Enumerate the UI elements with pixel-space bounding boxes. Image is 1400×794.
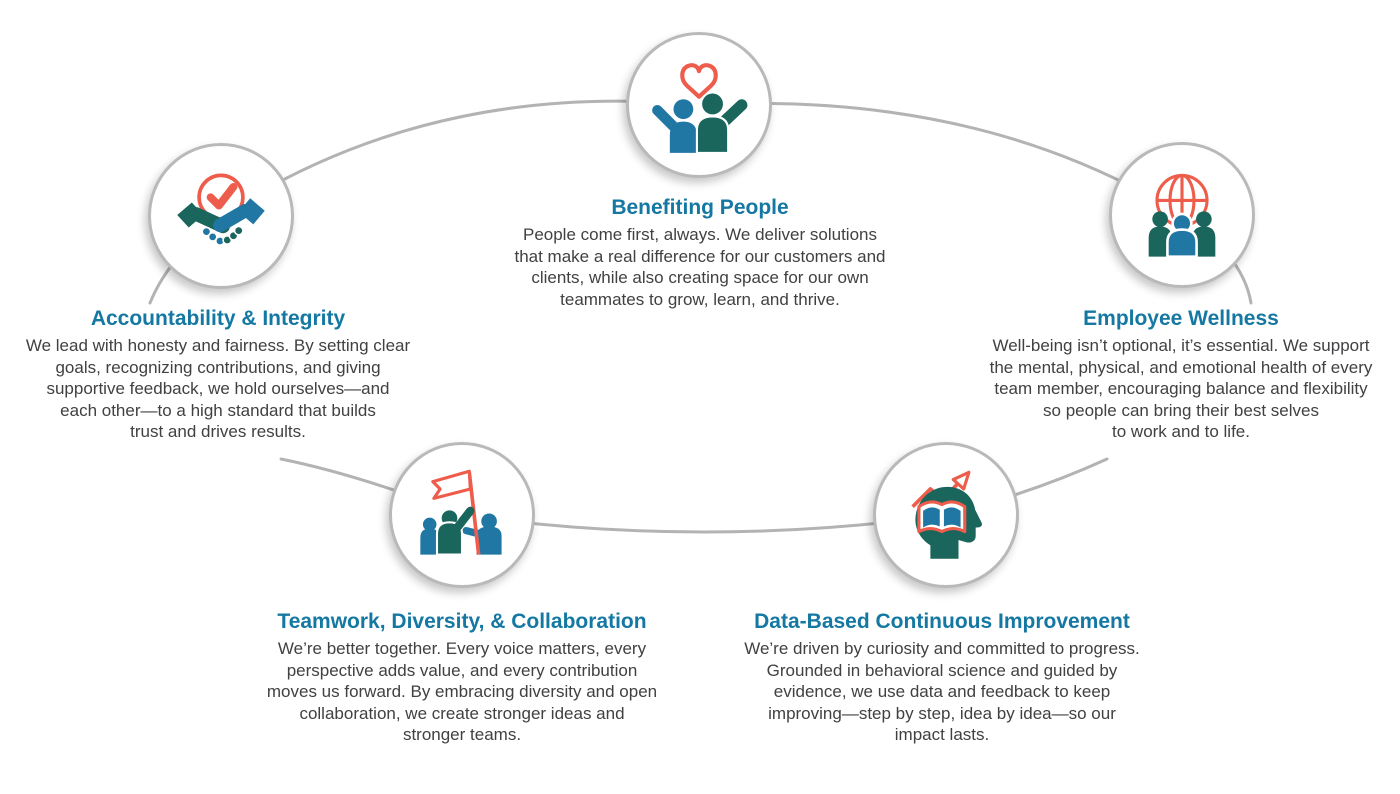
- value-title: Employee Wellness: [1083, 307, 1279, 330]
- value-teamwork-diversity-collaboration: Teamwork, Diversity, & Collaboration We’…: [202, 609, 722, 746]
- value-description: We’re driven by curiosity and committed …: [744, 639, 1140, 744]
- team-flag-icon: [420, 469, 502, 556]
- circle-data-based-continuous-improvement: [873, 442, 1019, 588]
- handshake-check-icon: [177, 173, 265, 246]
- value-description: We’re better together. Every voice matte…: [266, 639, 658, 744]
- flag-icon: [431, 469, 472, 500]
- value-data-based-continuous-improvement: Data-Based Continuous Improvement We’re …: [682, 609, 1202, 746]
- value-description: Well-being isn’t optional, it’s essentia…: [989, 336, 1373, 441]
- checkmark-icon: [206, 182, 238, 210]
- people-heart-icon: [652, 63, 748, 154]
- value-description: People come first, always. We deliver so…: [514, 225, 886, 309]
- value-accountability-integrity: Accountability & Integrity We lead with …: [0, 306, 478, 443]
- value-title: Data-Based Continuous Improvement: [754, 610, 1130, 633]
- circle-employee-wellness: [1109, 142, 1255, 288]
- value-title: Teamwork, Diversity, & Collaboration: [277, 610, 647, 633]
- circle-accountability-integrity: [148, 143, 294, 289]
- globe-people-icon: [1148, 173, 1216, 258]
- value-description: We lead with honesty and fairness. By se…: [25, 336, 411, 441]
- value-title: Benefiting People: [611, 196, 789, 219]
- value-employee-wellness: Employee Wellness Well-being isn’t optio…: [921, 306, 1400, 443]
- head-book-arrow-icon: [911, 470, 982, 559]
- heart-icon: [680, 63, 718, 99]
- circle-teamwork-diversity-collaboration: [389, 442, 535, 588]
- circle-benefiting-people: [626, 32, 772, 178]
- value-title: Accountability & Integrity: [90, 307, 346, 330]
- value-benefiting-people: Benefiting People People come first, alw…: [440, 195, 960, 310]
